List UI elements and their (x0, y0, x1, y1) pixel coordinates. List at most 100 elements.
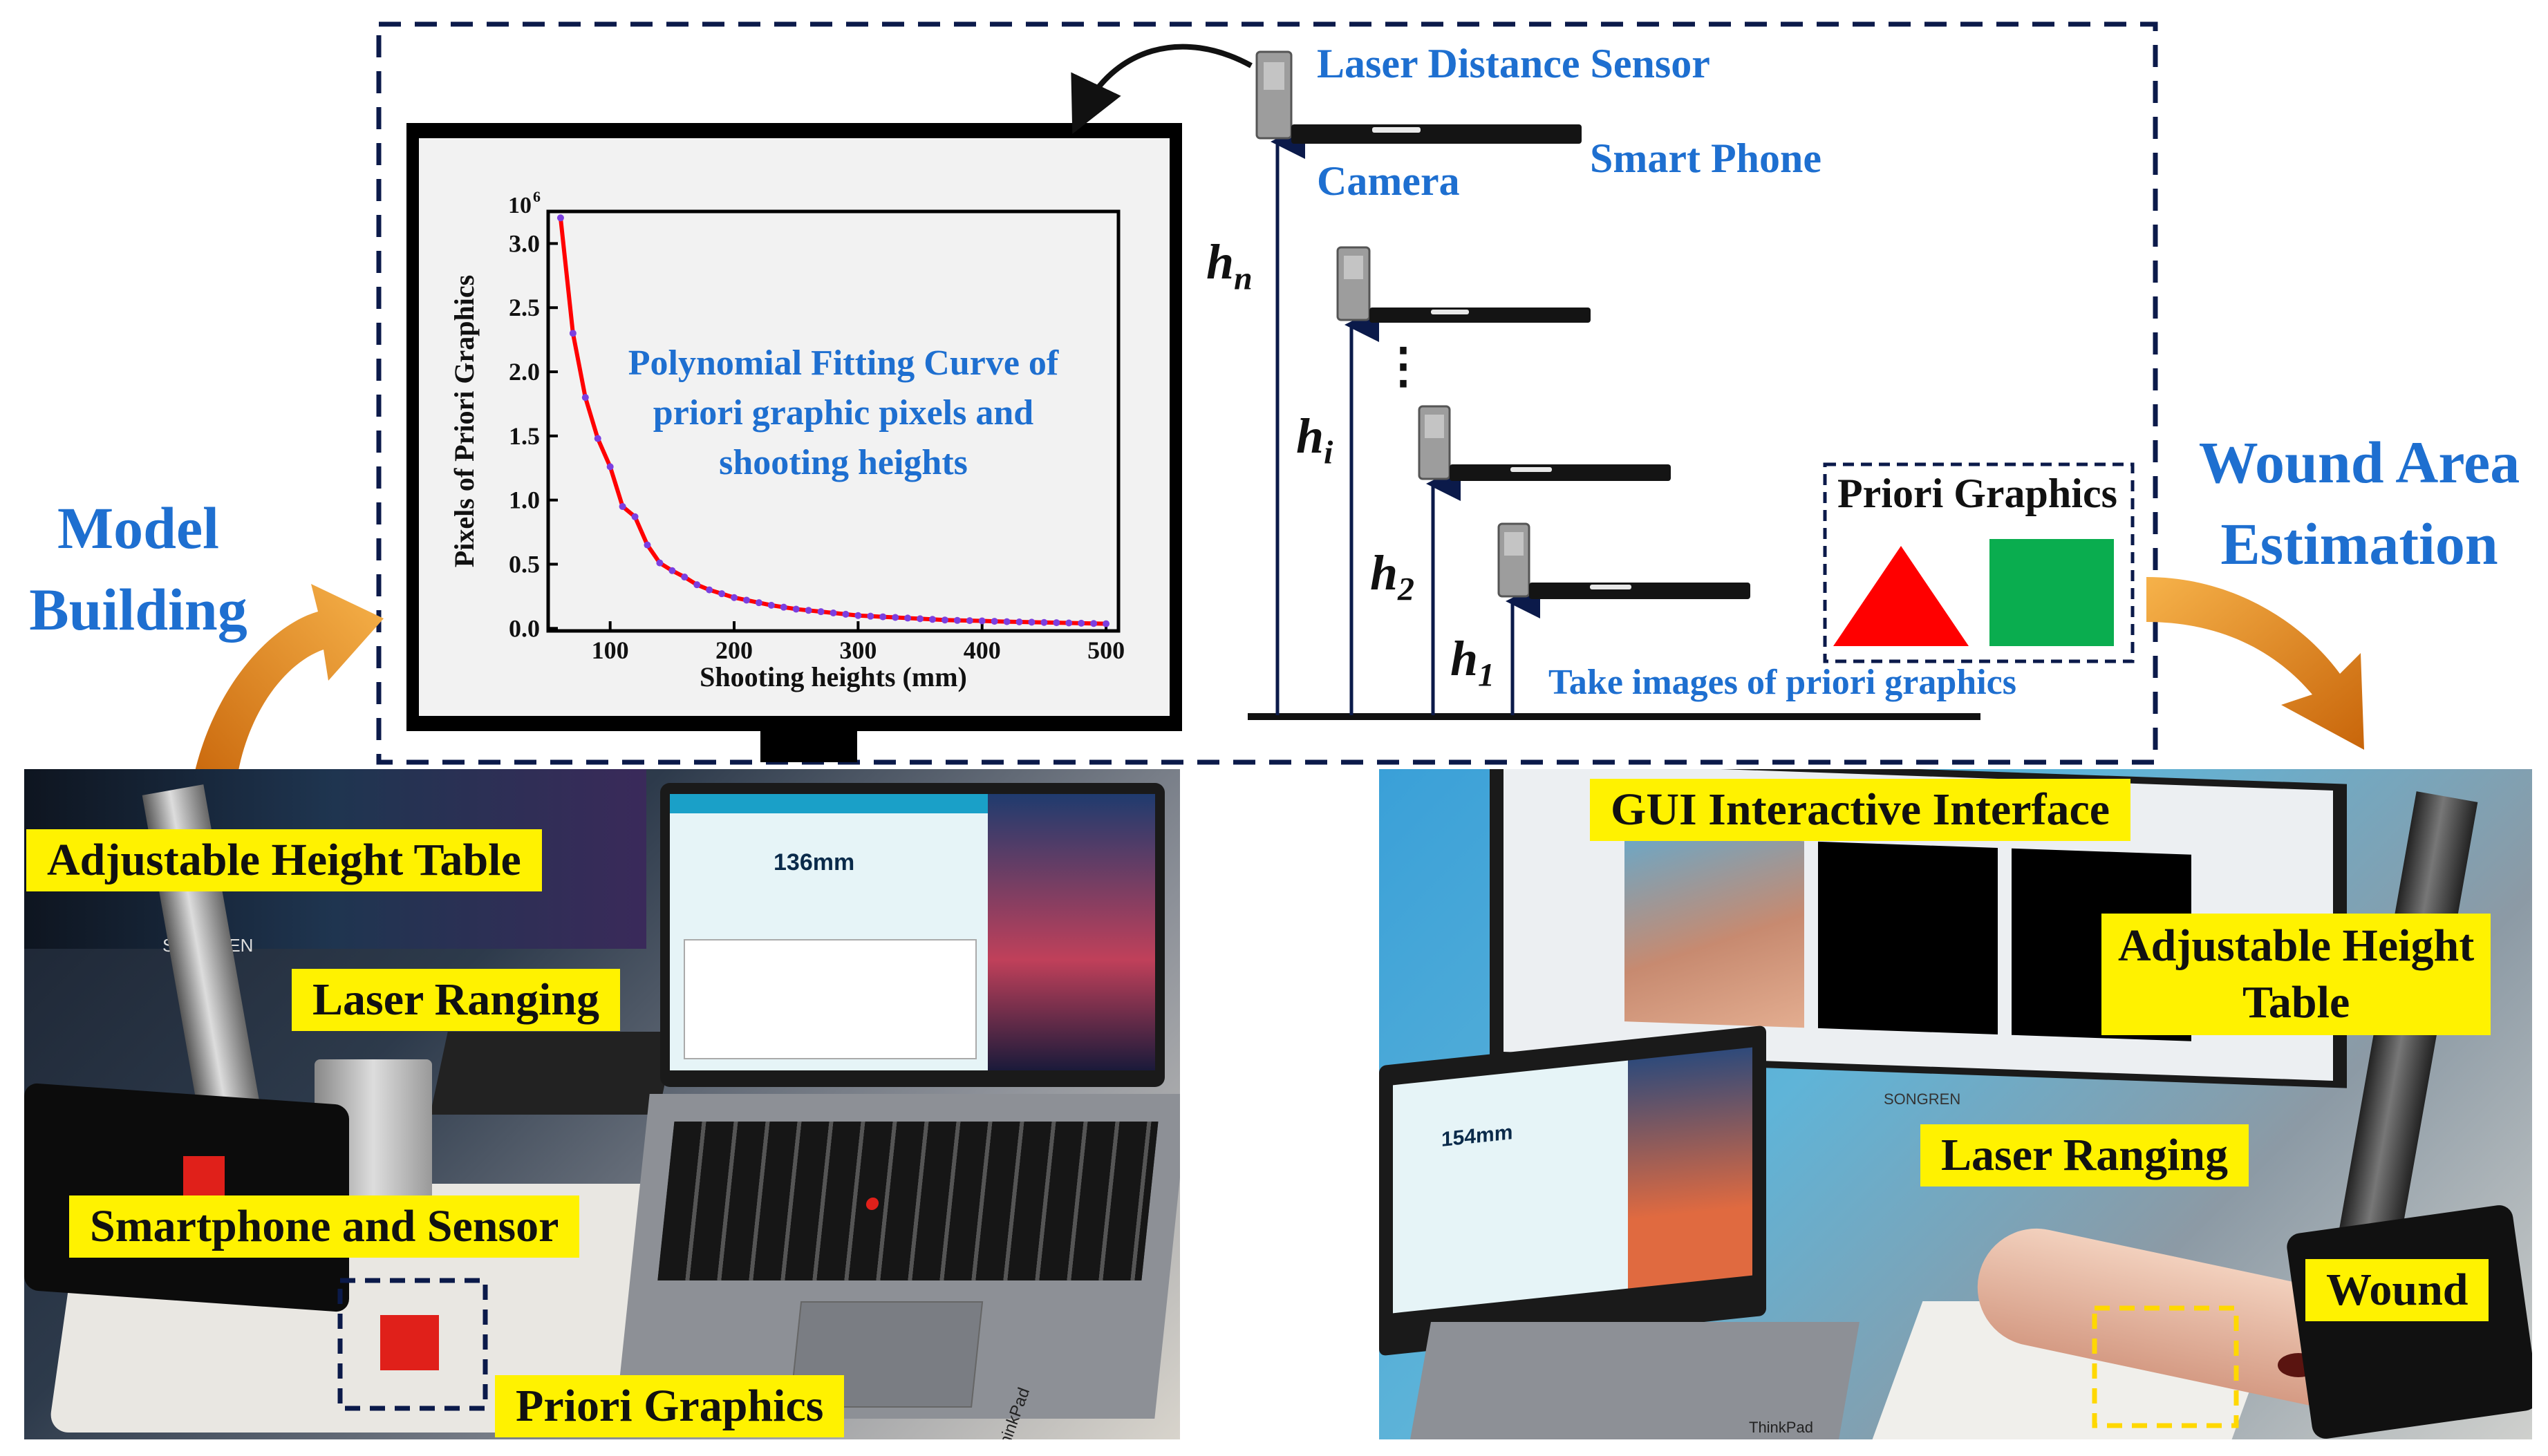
green-square-shape (1989, 539, 2114, 646)
y-tick-label: 1.5 (509, 422, 540, 450)
height-label-sub: 1 (1478, 656, 1495, 694)
y-tick-label: 2.0 (509, 358, 540, 386)
laptop-app-window: 136mm (670, 794, 988, 1070)
label-adjustable-height-table: Adjustable Height Table (26, 829, 542, 891)
data-point (1078, 619, 1085, 627)
data-point (1015, 618, 1023, 626)
data-point (656, 559, 664, 567)
priori-red-square (380, 1315, 439, 1370)
data-point (966, 617, 973, 625)
data-point (1053, 619, 1060, 627)
height-label-h2: h2 (1370, 545, 1414, 608)
data-point (619, 502, 626, 510)
right-photo-setup: SONGREN 154mm ThinkPad (1379, 769, 2532, 1439)
data-point (879, 613, 887, 621)
chart-caption: Polynomial Fitting Curve of priori graph… (567, 339, 1120, 488)
chart-caption-line: priori graphic pixels and (653, 393, 1034, 433)
label-wound: Wound (2305, 1259, 2489, 1321)
data-point (731, 594, 738, 601)
data-point (718, 590, 726, 598)
height-label-main: h (1206, 234, 1235, 290)
label-gui-interface: GUI Interactive Interface (1590, 779, 2131, 841)
app-graph-area (684, 939, 977, 1059)
y-multiplier-exponent: 6 (533, 188, 541, 205)
data-point (978, 617, 986, 625)
data-point (631, 513, 639, 520)
laptop-brand: ThinkPad (1749, 1419, 1813, 1436)
take-images-label: Take images of priori graphics (1548, 663, 2016, 702)
label-smartphone-sensor: Smartphone and Sensor (69, 1195, 580, 1258)
laptop-wallpaper (988, 794, 1155, 1070)
red-triangle-shape (1833, 546, 1969, 646)
data-point (1003, 618, 1011, 625)
y-tick-label: 3.0 (509, 229, 540, 257)
screen-reading: 136mm (774, 849, 855, 876)
data-point (1090, 620, 1098, 627)
data-point (581, 394, 589, 401)
phone-sensor-device-1 (1497, 522, 1750, 599)
data-point (805, 607, 812, 614)
data-point (904, 614, 912, 622)
y-multiplier: 10 (508, 193, 532, 218)
monitor (406, 123, 1182, 731)
data-point (594, 435, 601, 442)
model-building-title: Model Building (7, 487, 270, 650)
x-tick-label: 500 (1087, 636, 1125, 664)
plot-frame (546, 209, 1121, 633)
data-point (569, 330, 577, 337)
priori-box-title: Priori Graphics (1837, 471, 2117, 516)
data-point (780, 603, 787, 611)
monitor-stand (760, 731, 857, 762)
y-tick-label: 0.0 (509, 614, 540, 642)
height-label-h1: h1 (1450, 630, 1495, 694)
y-tick-label: 1.0 (509, 486, 540, 514)
wound-area-line: Estimation (2220, 511, 2498, 577)
priori-graphics-box (1823, 462, 2135, 663)
height-label-hn: hn (1206, 234, 1253, 297)
y-tick-label: 2.5 (509, 294, 540, 321)
data-point (693, 581, 701, 589)
data-point (668, 567, 676, 574)
chart-caption-line: Polynomial Fitting Curve of (628, 343, 1059, 383)
data-point (742, 596, 750, 604)
height-label-sub: 2 (1398, 571, 1415, 608)
phone-screen-square (183, 1156, 225, 1198)
label-adjustable-height-table: Adjustable Height Table (2101, 914, 2491, 1035)
height-label-sub: i (1324, 434, 1333, 471)
data-point (830, 609, 837, 617)
label-priori-graphics: Priori Graphics (495, 1375, 845, 1437)
x-tick-label: 100 (592, 636, 629, 664)
wound-area-line: Wound Area (2198, 429, 2520, 495)
app-title-bar (670, 794, 988, 813)
data-point (1065, 619, 1073, 627)
data-point (867, 612, 874, 620)
data-point (792, 605, 800, 613)
chart-caption-line: shooting heights (719, 443, 968, 482)
label-line: Table (2242, 977, 2350, 1028)
y-tick-label: 0.5 (509, 550, 540, 578)
data-point (1028, 618, 1036, 626)
height-label-main: h (1296, 408, 1324, 464)
data-point (755, 599, 762, 607)
phone-sensor-device-n (1255, 50, 1582, 144)
laptop-screen: 136mm (660, 783, 1165, 1087)
data-point (842, 610, 850, 618)
ellipsis-dots: ⋮ (1379, 340, 1427, 393)
data-point (1040, 618, 1048, 626)
data-point (892, 614, 899, 621)
data-point (767, 601, 775, 609)
smart-phone-label: Smart Phone (1590, 135, 1821, 181)
height-label-sub: n (1234, 260, 1253, 297)
data-point (817, 608, 825, 616)
model-building-line: Model (57, 495, 220, 561)
camera-label: Camera (1317, 158, 1460, 204)
data-point (644, 541, 651, 549)
data-point (1103, 620, 1110, 627)
data-point (991, 618, 998, 625)
